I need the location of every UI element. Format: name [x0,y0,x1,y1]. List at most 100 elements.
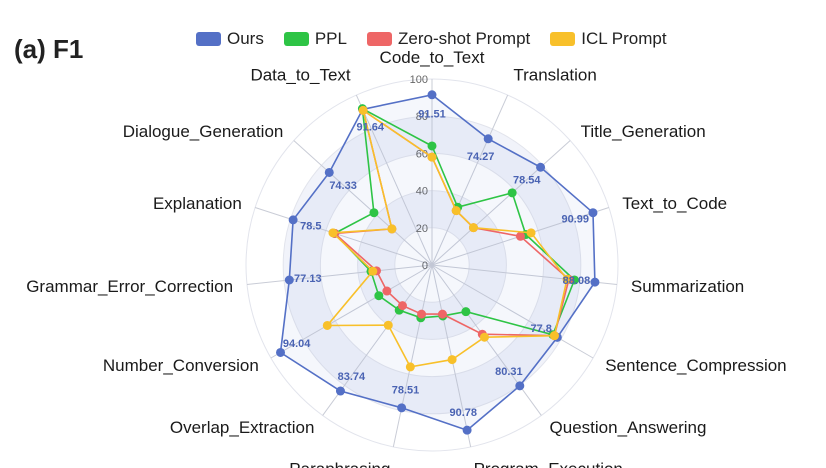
axis-spoke [254,207,433,266]
data-label: 74.33 [329,180,357,192]
data-point [322,320,332,330]
data-point [562,274,572,284]
axis-spoke [246,264,433,285]
data-label: 94.04 [283,338,311,350]
data-label: 83.74 [338,371,366,383]
axis-label: Overlap_Extraction [170,418,315,437]
series-line [325,108,568,368]
data-label: 77.13 [294,273,322,285]
data-label: 78.54 [513,175,541,187]
data-point [437,309,447,319]
data-point [427,152,437,162]
legend-label-icl: ICL Prompt [581,29,667,48]
data-point [358,105,368,115]
legend-item-icl[interactable]: ICL Prompt [550,29,667,49]
axis-label: Summarization [631,277,744,296]
legend-item-zero-shot[interactable]: Zero-shot Prompt [366,29,531,49]
axis-label: Grammar_Error_Correction [26,277,233,296]
axis-spoke [431,94,509,266]
data-label: 88.08 [563,275,591,287]
data-point [515,231,525,241]
axis-label: Data_to_Text [250,65,350,84]
data-label: 91.64 [356,121,384,133]
axis-label: Text_to_Code [622,194,727,213]
legend-label-zero-shot: Zero-shot Prompt [397,29,531,48]
axis-spoke [392,264,433,448]
data-point [387,224,397,234]
data-point [515,381,525,391]
legend-swatch-icl [550,32,576,46]
data-label: 77.8 [531,323,552,335]
data-point [588,208,598,218]
axis-label: Paraphrasing [289,460,390,468]
legend-label-ours: Ours [227,29,264,48]
data-point [288,215,298,225]
data-point [536,162,546,172]
legend-item-ppl[interactable]: PPL [283,29,347,49]
axis-label: Code_to_Text [380,48,485,67]
data-point [507,188,517,198]
data-point [590,277,600,287]
r-tick-label: 0 [422,260,428,272]
data-point [276,347,286,357]
data-label: 91.51 [418,108,446,120]
axis-spoke [293,140,433,266]
data-point [549,331,559,341]
data-point [397,403,407,413]
data-point [374,291,384,301]
data-point [368,266,378,276]
legend-swatch-zero-shot [366,32,392,46]
data-point [427,141,437,151]
data-point [397,301,407,311]
data-label: 78.51 [392,385,420,397]
data-point [284,275,294,285]
data-point [382,286,392,296]
axis-spoke [431,140,571,266]
data-label: 90.99 [562,213,590,225]
data-point [462,425,472,435]
axis-label: Dialogue_Generation [123,122,284,141]
data-point [324,167,334,177]
axis-spoke [355,94,433,266]
data-point [383,320,393,330]
data-label: 78.5 [300,221,321,233]
axis-label: Title_Generation [581,122,706,141]
panel-label: (a) F1 [14,34,84,64]
data-point [405,362,415,372]
data-point [526,228,536,238]
data-point [479,332,489,342]
legend-label-ppl: PPL [314,29,347,48]
data-point [417,309,427,319]
axis-spoke [431,264,618,285]
data-point [335,386,345,396]
data-point [328,228,338,238]
data-point [427,90,437,100]
data-point [483,134,493,144]
data-label: 90.78 [449,407,477,419]
axis-label: Number_Conversion [103,356,259,375]
data-point [369,208,379,218]
data-point [447,355,457,365]
legend: Ours PPL Zero-shot Prompt ICL Prompt [196,29,667,49]
axis-label: Question_Answering [550,418,707,437]
r-tick-label: 100 [410,74,428,86]
r-tick-label: 20 [416,223,428,235]
r-tick-label: 80 [416,111,428,123]
legend-swatch-ours [196,32,221,46]
legend-item-ours[interactable]: Ours [196,29,264,49]
axis-spoke [270,264,433,359]
axis-spoke [431,264,594,359]
series-line [333,107,576,336]
data-label: 80.31 [495,366,523,378]
data-point [451,206,461,216]
axis-label: Translation [513,65,596,84]
axis-label: Explanation [153,194,242,213]
data-point [468,223,478,233]
legend-swatch-ppl [283,32,309,46]
axis-label: Program_Execution [474,460,623,468]
axis-label: Sentence_Compression [605,356,786,375]
data-label: 74.27 [467,151,495,163]
data-point [461,307,471,317]
r-tick-label: 40 [416,186,428,198]
